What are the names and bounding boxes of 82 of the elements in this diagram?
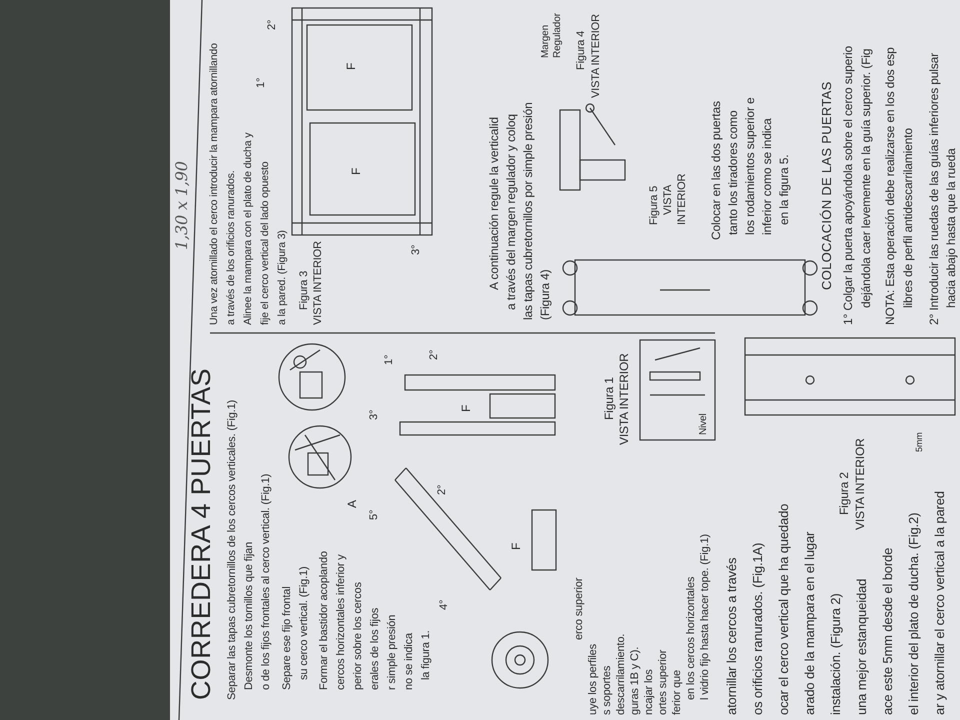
- instruction-text: (Figura 4): [539, 269, 553, 320]
- instruction-text: r simple presión: [386, 614, 399, 690]
- instruction-text: a través de los orificios ranurados.: [225, 170, 238, 325]
- instruction-text: no se indica: [403, 633, 416, 690]
- panel-letter: F: [510, 542, 524, 550]
- instruction-text: fije el cerco vertical del lado opuesto: [259, 162, 272, 325]
- instruction-text: o de los fijos frontales al cerco vertical. (Fig.1): [260, 474, 273, 690]
- instruction-text: los rodamientos superior e: [744, 97, 758, 235]
- instruction-text: Separar las tapas cubretornillos de los cercos verticales. (Fig.1): [226, 400, 239, 700]
- instruction-text: ortes superior: [657, 650, 670, 715]
- instruction-text: Una vez atornillado el cerco introducir la mampara atornillando: [208, 43, 220, 325]
- instruction-text: erco superior: [573, 578, 586, 640]
- instruction-text: una mejor estanqueidad: [855, 578, 870, 715]
- instruction-text: atornillar los cercos a través: [725, 558, 740, 715]
- page-title: CORREDERA 4 PUERTAS: [186, 368, 217, 700]
- instruction-text: 2° Introducir las ruedas de las guías inferiores pulsar: [928, 52, 942, 325]
- instruction-text: ncajar los: [643, 669, 656, 715]
- instruction-text: en los cercos horizontales: [685, 576, 698, 700]
- figure-caption: Figura 2: [838, 472, 852, 515]
- step-number: 3°: [368, 410, 381, 420]
- instruction-text: Desmonte los tornillos que fijan: [243, 542, 256, 690]
- instruction-text: erales de los fijos: [369, 608, 382, 690]
- instruction-text: guras 1B y C).: [629, 646, 642, 715]
- instruction-text: uye los perfiles: [587, 644, 600, 715]
- instruction-text: ar y atornillar el cerco vertical a la pared: [933, 491, 948, 715]
- step-number: 1°: [383, 354, 396, 365]
- step-number: 2°: [266, 20, 279, 30]
- instruction-text: tanto los tiradores como: [727, 110, 741, 235]
- instruction-text: A continuación regule la verticalid: [488, 117, 502, 290]
- figure-caption: VISTA INTERIOR: [590, 14, 603, 98]
- instruction-text: s soportes: [601, 666, 614, 715]
- instruction-text: a la pared. (Figura 3): [276, 230, 288, 325]
- figure-caption: Figura 3: [298, 270, 311, 310]
- instruction-text: arado de la mampara en el lugar: [803, 532, 818, 715]
- figure-caption: VISTA INTERIOR: [618, 353, 632, 445]
- figure-caption: VISTA INTERIOR: [312, 241, 325, 325]
- panel-letter: F: [350, 168, 364, 175]
- dimension-label: 5mm: [914, 432, 924, 452]
- instruction-text: Alinee la mampara con el plato de ducha y: [242, 132, 254, 325]
- figure-caption: Figura 1: [603, 377, 617, 420]
- instruction-text: cercos horizontales inferior y: [335, 554, 348, 690]
- instruction-text: el interior del plato de ducha. (Fig.2): [907, 512, 922, 715]
- figure-caption: VISTA: [662, 184, 675, 215]
- instruction-text: ferior que: [671, 670, 684, 715]
- instruction-text: instalación. (Figura 2): [829, 593, 844, 715]
- instruction-text: su cerco vertical. (Fig.1): [298, 566, 311, 680]
- figure-caption: INTERIOR: [676, 174, 689, 225]
- detail-letter: A: [346, 500, 360, 508]
- figure-caption: VISTA INTERIOR: [854, 438, 868, 530]
- figure-caption: Figura 4: [575, 30, 588, 70]
- instruction-text: ace este 5mm desde el borde: [881, 548, 896, 715]
- handwritten-note: 1,30 x 1,90: [173, 161, 192, 250]
- instruction-text: descarrilamiento.: [615, 634, 628, 715]
- instruction-text: hacia abajo hasta que la rueda: [945, 148, 959, 308]
- instruction-text: las tapas cubretornillos por simple presión: [522, 102, 536, 320]
- section-heading: COLOCACIÓN DE LAS PUERTAS: [820, 81, 835, 290]
- step-number: 3°: [410, 244, 423, 255]
- instruction-text: l vidrio fijo hasta hacer tope. (Fig.1): [699, 534, 712, 700]
- instruction-text: 1° Colgar la puerta apoyándola sobre el cerco superio: [842, 46, 856, 325]
- figure-caption: Figura 5: [648, 186, 661, 225]
- part-label: Margen Regulador: [540, 12, 563, 58]
- instruction-text: NOTA: Esta operación debe realizarse en los dos esp: [884, 47, 898, 325]
- instruction-text: en la figura 5.: [778, 154, 792, 225]
- step-number: 2°: [436, 484, 449, 495]
- instruction-text: inferior como se indica: [761, 118, 775, 235]
- instruction-text: Separe ese fijo frontal: [281, 586, 294, 690]
- instruction-text: dejándola caer levemente en la guía superior. (Fig: [860, 48, 874, 308]
- step-number: 1°: [255, 78, 268, 88]
- panel-letter: F: [460, 404, 474, 412]
- instruction-text: a través del margen regulador y coloq: [505, 114, 519, 310]
- instruction-text: la figura 1.: [420, 630, 433, 680]
- step-number: 5°: [368, 510, 381, 520]
- instruction-text: os orificios ranurados. (Fig.1A): [751, 542, 766, 715]
- instruction-text: perior sobre los cercos: [352, 582, 365, 690]
- step-number: 2°: [428, 350, 441, 360]
- step-number: 4°: [438, 600, 451, 610]
- instruction-text: Colocar en las dos puertas: [710, 101, 724, 240]
- tool-label: Nivel: [698, 414, 710, 435]
- instruction-text: libres de perfil antidescarrilamiento: [902, 128, 916, 308]
- instruction-text: Formar el bastidor acoplando: [318, 551, 331, 690]
- panel-letter: F: [345, 62, 359, 70]
- instruction-text: ocar el cerco vertical que ha quedado: [777, 504, 792, 715]
